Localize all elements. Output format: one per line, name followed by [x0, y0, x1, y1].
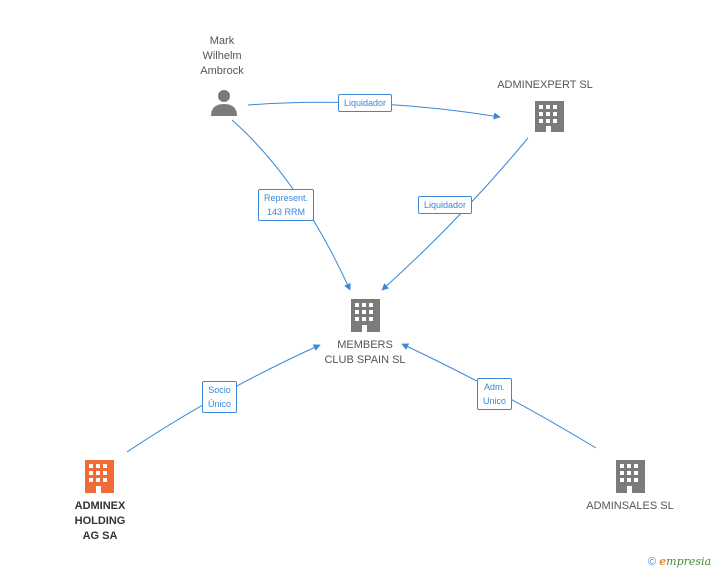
- building-icon: [535, 101, 564, 132]
- building-icon: [616, 460, 645, 493]
- node-label-adminex[interactable]: ADMINEX HOLDING AG SA: [74, 500, 126, 542]
- edge-label-adminsales-members: Adm. Unico: [477, 378, 513, 410]
- empresia-logo: © empresia: [648, 555, 711, 568]
- node-label-adminsales[interactable]: ADMINSALES SL: [586, 500, 674, 512]
- brand-name: empresia: [659, 555, 712, 568]
- building-icon: [351, 299, 380, 332]
- person-icon: [211, 90, 237, 116]
- edge-label-person-adminexpert: Liquidador: [338, 94, 393, 112]
- node-label-adminexpert[interactable]: ADMINEXPERT SL: [497, 79, 593, 91]
- node-label-person[interactable]: Mark Wilhelm Ambrock: [200, 35, 244, 77]
- edge-label-person-members: Represent. 143 RRM: [258, 189, 315, 221]
- building-icon: [85, 460, 114, 493]
- edge-adminexpert-members: [381, 137, 529, 291]
- node-label-members[interactable]: MEMBERS CLUB SPAIN SL: [324, 339, 406, 366]
- edge-label-adminexpert-members: Liquidador: [418, 196, 473, 214]
- edge-label-adminex-members: Socio Único: [202, 381, 238, 413]
- copyright-icon: ©: [648, 556, 657, 568]
